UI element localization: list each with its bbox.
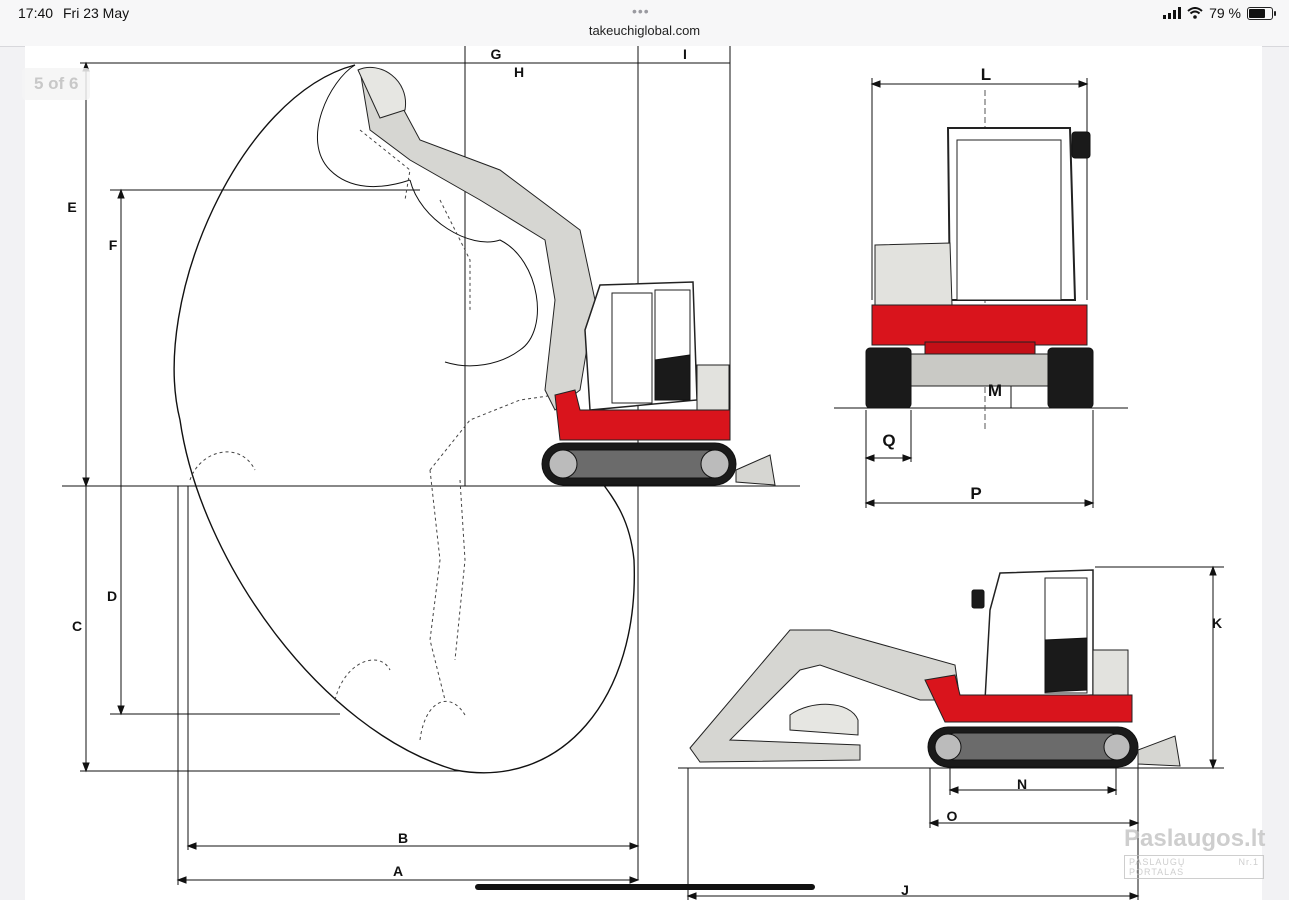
watermark-badge: Nr.1 — [1238, 857, 1259, 867]
dim-label-m: M — [988, 381, 1002, 400]
transport-boom — [689, 629, 961, 763]
working-range-envelope — [173, 64, 635, 774]
battery-percent: 79 % — [1209, 5, 1241, 21]
excavator-dimension-diagram: G I H E F D C B A L M Q P K N O J — [62, 46, 1224, 900]
watermark-title: Paslaugos.lt — [1124, 825, 1266, 852]
cellular-signal-icon — [1163, 7, 1182, 19]
dim-label-l: L — [981, 65, 991, 84]
dim-label-b: B — [398, 830, 408, 846]
dim-label-h: H — [514, 64, 524, 80]
battery-icon — [1247, 6, 1276, 20]
main-excavator-red-body — [554, 389, 731, 441]
rear-track-left — [865, 347, 912, 409]
dim-label-i: I — [683, 46, 687, 62]
watermark-logo: Paslaugos.lt PASLAUGŲ PORTALAS Nr.1 — [1124, 825, 1266, 880]
wifi-icon — [1187, 7, 1203, 19]
status-indicators: 79 % — [1163, 5, 1276, 21]
status-bar: 17:40 Fri 23 May ••• takeuchiglobal.com … — [0, 0, 1289, 47]
rear-track-right — [1047, 347, 1094, 409]
url-label[interactable]: takeuchiglobal.com — [588, 23, 701, 38]
transport-red-body — [924, 674, 1133, 723]
dim-label-f: F — [109, 237, 118, 253]
dim-label-d: D — [107, 588, 117, 604]
dim-label-q: Q — [882, 431, 895, 450]
watermark-subtitle: PASLAUGŲ PORTALAS — [1129, 857, 1186, 877]
rear-red-body — [871, 304, 1088, 346]
dim-label-n: N — [1017, 776, 1027, 792]
dim-label-j: J — [901, 882, 909, 898]
page-counter: 5 of 6 — [22, 68, 91, 100]
document-page: G I H E F D C B A L M Q P K N O J — [25, 46, 1262, 900]
dim-label-k: K — [1212, 615, 1222, 631]
dim-label-a: A — [393, 863, 403, 879]
tab-menu-dots[interactable]: ••• — [632, 3, 650, 19]
dim-label-o: O — [947, 808, 958, 824]
dim-label-c: C — [72, 618, 82, 634]
main-excavator-boom — [359, 69, 596, 411]
battery-fill — [1249, 8, 1265, 18]
dim-label-e: E — [67, 199, 76, 215]
status-date: Fri 23 May — [63, 5, 130, 21]
status-time: 17:40 — [18, 5, 54, 21]
dim-label-g: G — [491, 46, 502, 62]
dim-label-p: P — [970, 484, 981, 503]
home-indicator[interactable] — [475, 884, 815, 890]
watermark-subtitle-box: PASLAUGŲ PORTALAS Nr.1 — [1124, 855, 1264, 879]
